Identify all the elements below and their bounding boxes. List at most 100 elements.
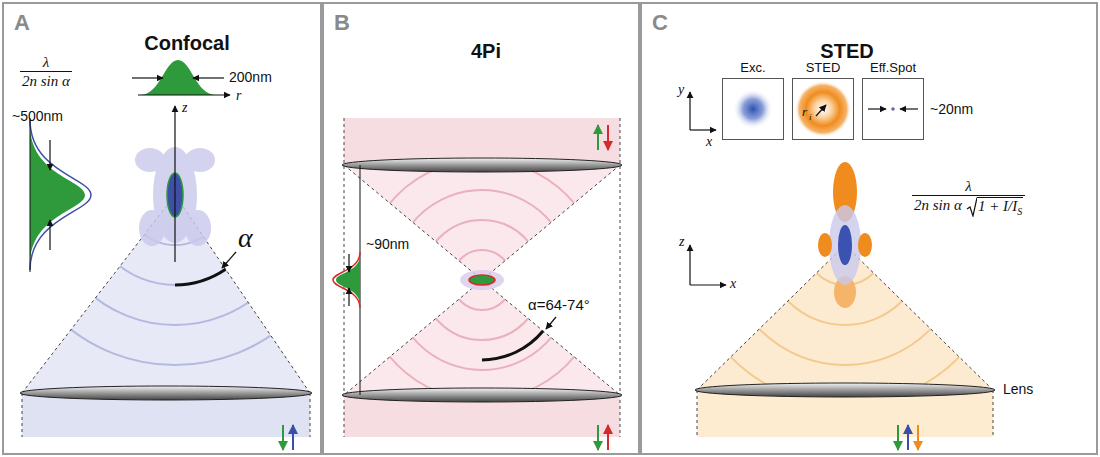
path-shape <box>30 125 85 265</box>
line-shape <box>174 106 175 262</box>
figure-label: r <box>236 88 241 104</box>
ellipse-shape <box>838 225 852 265</box>
line-shape <box>907 425 909 450</box>
figure-label: z <box>679 234 684 250</box>
line-shape <box>597 125 599 150</box>
box-heading: STED <box>806 60 841 75</box>
line-shape <box>607 425 609 450</box>
circle-shape <box>795 81 851 137</box>
line-shape <box>690 129 716 130</box>
ellipse-shape <box>342 158 622 172</box>
figure-label: Lens <box>1003 381 1033 397</box>
resolution-formula: λ 2n sin α <box>20 54 72 90</box>
panel-title: STED <box>820 40 873 63</box>
line-shape <box>292 425 294 450</box>
circle-shape <box>685 85 1005 405</box>
circle-shape <box>85 105 265 285</box>
line-shape <box>30 118 31 272</box>
figure-panel: AConfocal <box>2 2 322 455</box>
g-shape <box>362 160 602 400</box>
path-shape <box>30 120 91 270</box>
box-heading: Exc. <box>740 60 765 75</box>
circle-shape <box>725 125 965 365</box>
ellipse-shape <box>858 233 872 257</box>
figure-label: y <box>678 82 684 98</box>
resolution-formula: λ2n sin α 1 + I/IS <box>912 178 1025 217</box>
root-body: 1 + I/IS <box>977 197 1023 217</box>
line-shape <box>22 393 23 437</box>
ellipse-shape <box>818 233 832 257</box>
line-shape <box>344 165 620 395</box>
line-shape <box>310 393 311 437</box>
circle-shape <box>5 25 345 365</box>
line-shape <box>138 94 230 95</box>
line-shape <box>175 195 310 393</box>
figure-label: ~90nm <box>366 236 409 252</box>
figure-label: z <box>182 100 187 116</box>
line-shape <box>607 125 609 150</box>
ellipse-shape <box>139 210 165 246</box>
line-shape <box>597 425 599 450</box>
formula-denominator: 2n sin α <box>20 71 72 90</box>
line-shape <box>868 108 886 109</box>
ellipse-shape <box>829 205 861 285</box>
formula-root-text: 1 + I/I <box>978 198 1017 214</box>
line-shape <box>689 245 690 285</box>
line-shape <box>816 105 826 116</box>
figure-label: ~500nm <box>12 108 63 124</box>
line-shape <box>900 108 918 109</box>
circle-shape <box>733 89 773 129</box>
root-stroke <box>967 198 977 216</box>
line-shape <box>222 252 236 268</box>
figure-panel: B4Pi <box>322 2 640 455</box>
ellipse-shape <box>135 148 165 172</box>
line-shape <box>546 317 556 329</box>
figure-label: x <box>730 276 736 292</box>
circle-shape <box>422 220 542 340</box>
line-shape <box>917 425 919 450</box>
line-shape <box>49 140 50 170</box>
line-shape <box>690 284 726 285</box>
formula-numerator: λ <box>43 54 50 71</box>
ellipse-shape <box>342 388 622 402</box>
line-shape <box>845 245 993 390</box>
formula-numerator: λ <box>965 178 972 195</box>
path-shape <box>175 269 226 285</box>
panel-title: Confocal <box>144 32 230 55</box>
line-shape <box>689 92 690 130</box>
box-heading: Eff.Spot <box>870 60 916 75</box>
ellipse-shape <box>469 275 495 285</box>
formula-numerator-text: λ <box>965 178 972 194</box>
line-shape <box>897 425 899 450</box>
formula-denominator-text: 2n sin α <box>22 73 70 90</box>
line-shape <box>993 390 994 437</box>
ellipse-shape <box>695 383 995 397</box>
circle-shape <box>362 160 602 400</box>
root-sign <box>966 197 977 217</box>
panel-title: 4Pi <box>471 40 501 63</box>
line-shape <box>348 288 349 306</box>
line-shape <box>132 77 163 78</box>
formula-denominator: 2n sin α 1 + I/IS <box>912 195 1025 217</box>
line-shape <box>348 254 349 272</box>
polygon-shape <box>344 165 620 395</box>
circle-shape <box>452 250 512 310</box>
image-box: STED <box>792 78 854 140</box>
panel-letter: C <box>652 10 668 36</box>
ellipse-shape <box>185 148 215 172</box>
line-shape <box>697 245 845 390</box>
figure-label: x <box>706 134 712 150</box>
circle-shape <box>891 107 895 111</box>
figure-label: ~20nm <box>930 101 973 117</box>
ellipse-shape <box>185 210 211 246</box>
circle-shape <box>392 190 572 370</box>
formula-denominator-text: 2n sin α <box>914 197 962 217</box>
path-shape <box>333 252 360 308</box>
figure-label: 200nm <box>229 69 272 85</box>
figure-label: α=64-74° <box>528 296 590 313</box>
line-shape <box>193 77 224 78</box>
g-shape <box>5 25 345 365</box>
circle-shape <box>805 205 885 285</box>
